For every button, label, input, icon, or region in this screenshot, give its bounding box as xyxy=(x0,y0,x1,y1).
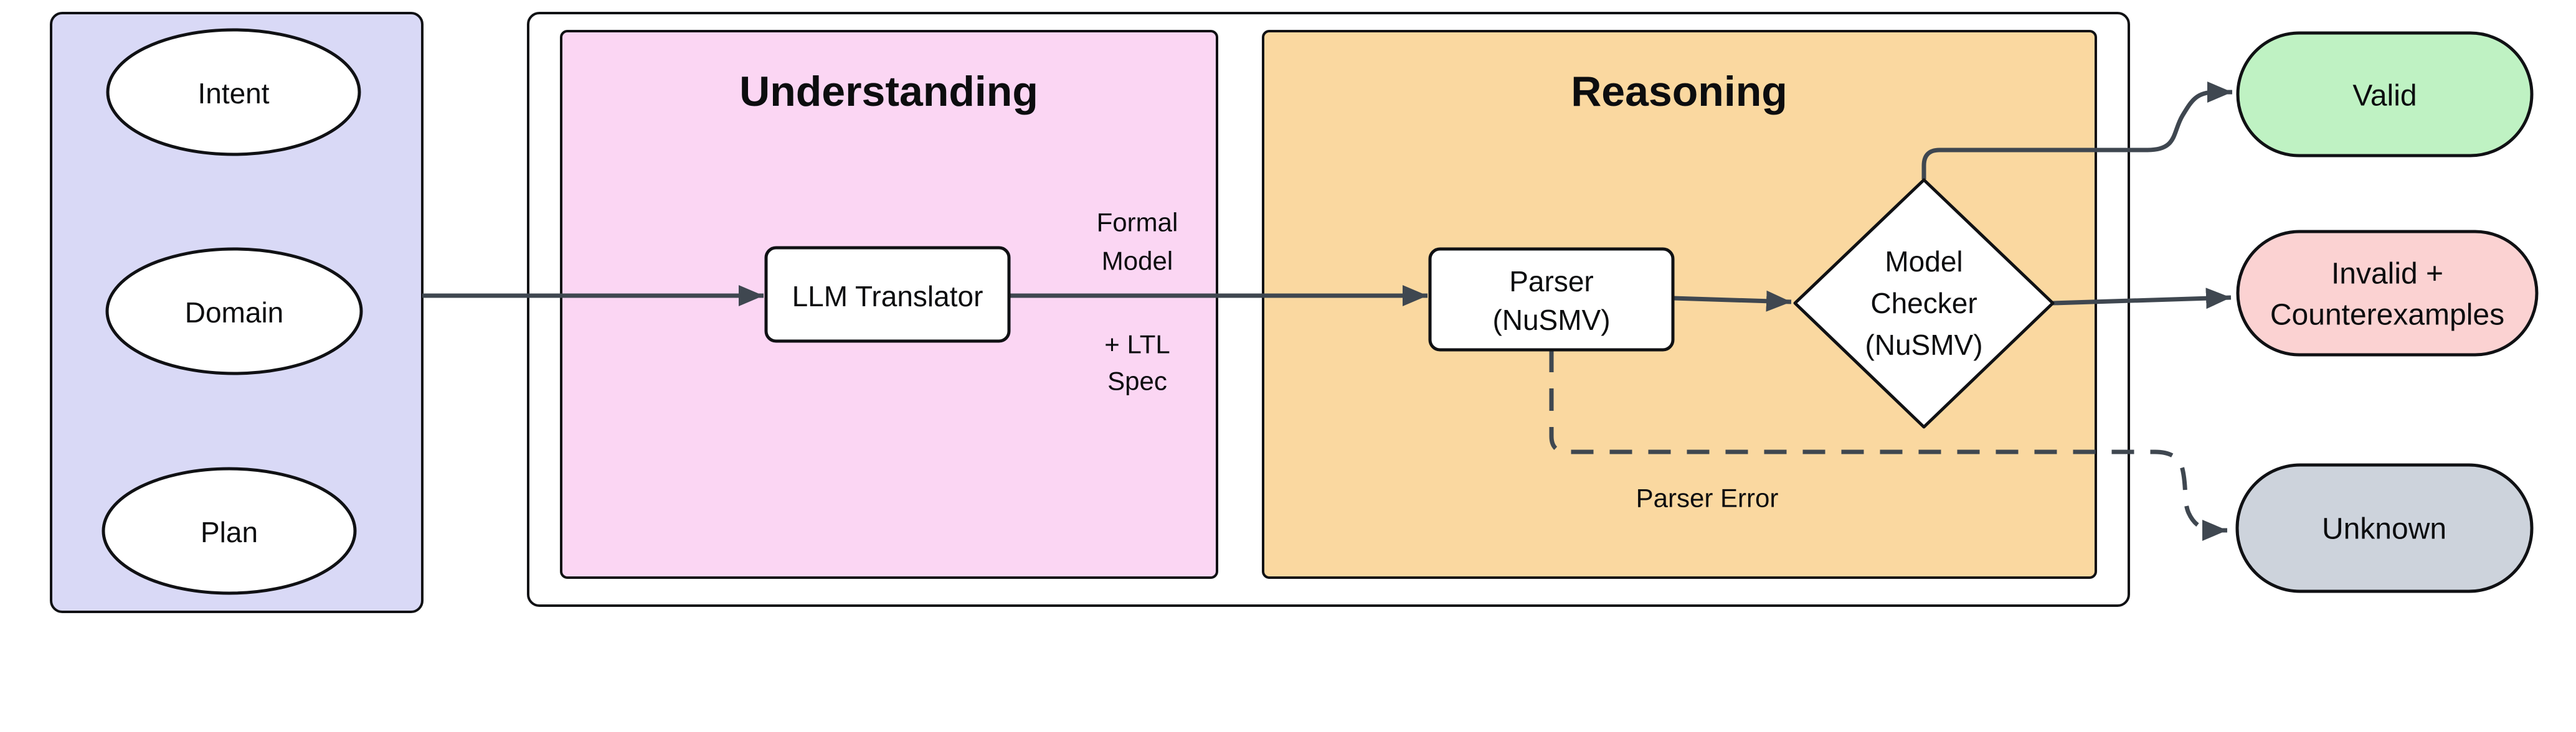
valid-pill-label: Valid xyxy=(2352,80,2417,113)
connectors xyxy=(422,82,2232,541)
unknown-outcome: Unknown xyxy=(2235,463,2534,593)
ltl-spec-label-line1: + LTL xyxy=(1104,330,1170,359)
llm-translator-node-box xyxy=(764,246,1011,343)
intent-node-label: Intent xyxy=(197,77,269,110)
parser-error-label: Parser Error xyxy=(1636,484,1779,513)
invalid-pill xyxy=(2236,230,2539,357)
parser-node-label-line1: Parser xyxy=(1509,265,1593,298)
invalid-pill-label-line1: Invalid + xyxy=(2331,258,2443,291)
understanding-section-title: Understanding xyxy=(739,68,1038,115)
inputs-panel: Intent Domain Plan xyxy=(50,12,424,613)
valid-outcome: Valid xyxy=(2236,31,2534,157)
invalid-pill-label-line2: Counterexamples xyxy=(2270,299,2504,332)
parser-node-box xyxy=(1428,247,1675,352)
llm-translator-node: LLM Translator xyxy=(764,246,1011,343)
reasoning-section-background xyxy=(1262,30,2097,579)
domain-node-label: Domain xyxy=(185,296,284,329)
model-checker-label-line1: Model xyxy=(1885,245,1963,278)
arrow-model-checker-to-valid xyxy=(1921,82,2232,179)
arrow-model-checker-to-invalid xyxy=(2052,288,2232,309)
model-checker-diamond xyxy=(1793,178,2055,429)
domain-node xyxy=(105,247,363,375)
parser-node-label-line2: (NuSMV) xyxy=(1492,304,1610,336)
ltl-spec-label-line2: Spec xyxy=(1107,367,1167,396)
parser-node: Parser (NuSMV) xyxy=(1428,247,1675,352)
model-checker-label-line3: (NuSMV) xyxy=(1865,329,1982,361)
intent-node xyxy=(106,28,361,156)
valid-pill xyxy=(2236,31,2534,157)
model-checker-node: Model Checker (NuSMV) xyxy=(1793,178,2055,429)
invalid-outcome: Invalid + Counterexamples xyxy=(2236,230,2539,357)
arrow-parser-error-to-unknown xyxy=(1549,350,2227,541)
formal-model-label-line1: Formal xyxy=(1097,208,1178,237)
llm-translator-node-label: LLM Translator xyxy=(792,280,983,312)
reasoning-section-title: Reasoning xyxy=(1571,68,1788,115)
reasoning-section: Reasoning Parser Error xyxy=(1262,30,2097,579)
model-checker-label-line2: Checker xyxy=(1870,287,1977,319)
plan-node xyxy=(102,467,357,595)
formal-model-label-line2: Model xyxy=(1102,246,1173,276)
arrow-parser-to-model-checker xyxy=(1672,290,1792,312)
plan-node-label: Plan xyxy=(201,516,258,548)
unknown-pill-label: Unknown xyxy=(2322,513,2446,546)
unknown-pill xyxy=(2235,463,2534,593)
